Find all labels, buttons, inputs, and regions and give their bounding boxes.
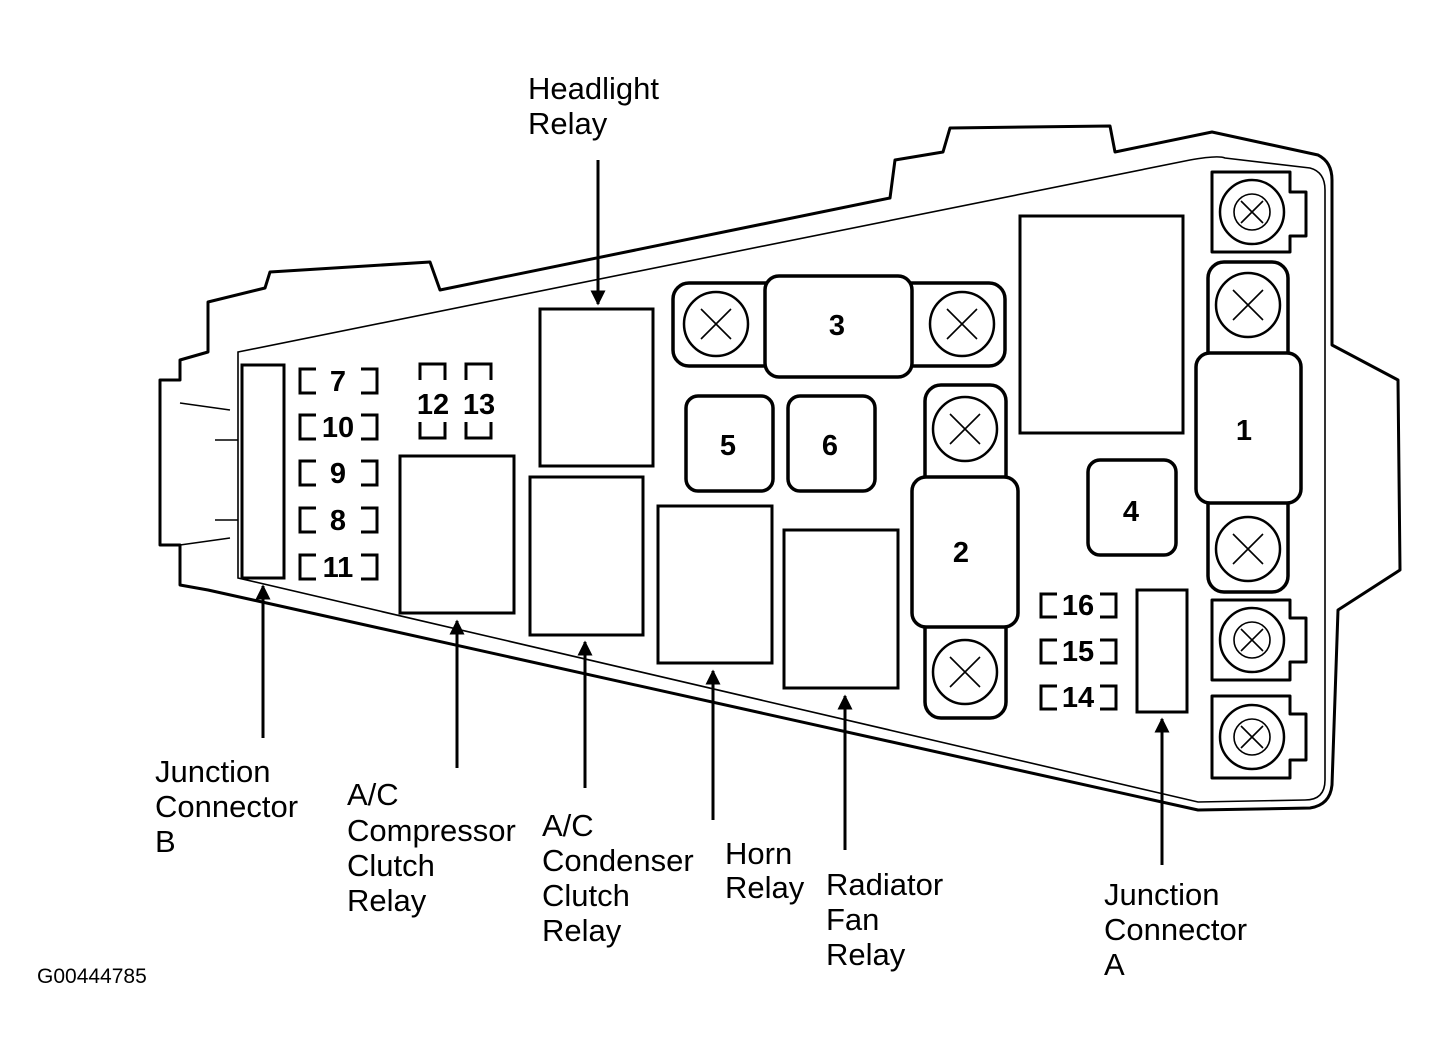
fuse-1-label: 1 [1236,415,1252,447]
figure-code: G00444785 [37,965,147,988]
radiator-fan-relay-slot [782,528,900,690]
fuse-5-slot [684,394,775,493]
mini-fuse-column-right: 16 15 14 [1039,590,1118,714]
ac-condenser-clutch-relay-label: A/C Condenser Clutch Relay [542,808,702,948]
junction-connector-a-label: Junction Connector A [1104,877,1256,982]
headlight-relay-label: Headlight Relay [528,71,668,141]
fuse-box-housing [158,124,1402,812]
fuse-1-assembly: 1 [1194,260,1303,594]
fuse-2-assembly: 2 [910,383,1020,720]
fuse-2-label: 2 [953,537,969,569]
mini-fuse-column-left: 7 10 9 8 11 [298,366,379,584]
fuse-8-label: 8 [330,505,346,537]
mini-fuse-pair-top: 12 13 [417,362,495,440]
fuse-4-slot [1086,458,1178,557]
large-relay-slot [1018,214,1185,435]
fuse-3-assembly: 3 [671,274,1007,379]
fuse-12-label: 12 [417,389,449,421]
radiator-fan-relay-label: Radiator Fan Relay [826,867,952,972]
fuse-13-label: 13 [463,389,495,421]
fuse-7-label: 7 [330,366,346,398]
fuse-6-label: 6 [822,430,838,462]
terminal-bolts [1210,170,1308,780]
fuse-10-label: 10 [322,412,354,444]
fuse-11-label: 11 [323,552,354,584]
ac-condenser-clutch-relay-slot [528,475,645,637]
callout-arrows [255,160,1170,865]
junction-connector-b-slot [240,363,286,580]
fuse-5-label: 5 [720,430,736,462]
fuse-6-slot [786,394,877,493]
fuse-16-label: 16 [1062,590,1094,622]
horn-relay-slot [656,504,774,665]
fuse-4-label: 4 [1123,496,1139,528]
horn-relay-label: Horn Relay [725,836,805,905]
junction-connector-b-label: Junction Connector B [155,754,307,859]
headlight-relay-slot [538,307,655,468]
fuse-9-label: 9 [330,458,346,490]
fuse-15-label: 15 [1062,636,1094,668]
ac-compressor-clutch-relay-slot [398,454,516,615]
junction-connector-a-slot [1135,588,1189,714]
ac-compressor-clutch-relay-label: A/C Compressor Clutch Relay [347,777,524,918]
fuse-14-label: 14 [1062,682,1094,714]
fuse-3-label: 3 [829,310,845,342]
